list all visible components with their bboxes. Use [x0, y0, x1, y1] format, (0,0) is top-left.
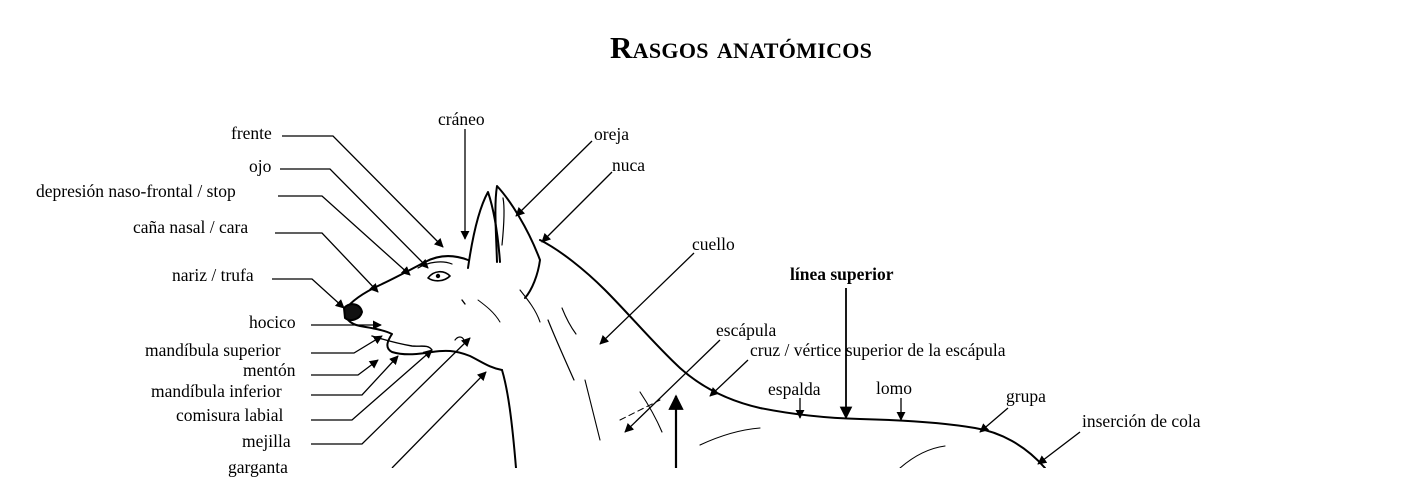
leader-nuca [541, 171, 613, 243]
leader-comisura [311, 349, 433, 421]
leader-insercion-cola [1037, 431, 1081, 465]
label-craneo: cráneo [438, 109, 485, 129]
label-escapula: escápula [716, 320, 777, 340]
leader-mejilla [311, 337, 471, 445]
leader-menton [311, 359, 379, 376]
leader-mand-inf [311, 355, 399, 396]
leader-oreja [515, 140, 593, 217]
label-nuca: nuca [612, 155, 646, 175]
label-linea-superior: línea superior [790, 264, 894, 284]
label-lomo: lomo [876, 378, 912, 398]
label-cruz: cruz / vértice superior de la escápula [750, 340, 1006, 360]
label-cuello: cuello [692, 234, 735, 254]
dog-outline [343, 185, 1046, 468]
ear-left [467, 191, 501, 269]
label-mandibula-superior: mandíbula superior [145, 340, 281, 360]
label-menton: mentón [243, 360, 296, 380]
leader-nariz [272, 278, 345, 309]
ear-inner [501, 197, 505, 246]
label-mandibula-inferior: mandíbula inferior [151, 381, 282, 401]
leader-grupa [979, 407, 1009, 433]
muzzle-bottom [343, 309, 503, 371]
neck-back [539, 239, 1046, 468]
leader-escapula [624, 339, 721, 433]
leader-cuello [599, 252, 695, 345]
label-nariz: nariz / trufa [172, 265, 254, 285]
leader-frente [282, 135, 444, 248]
diagram-title: Rasgos anatómicos [610, 30, 873, 65]
label-hocico: hocico [249, 312, 296, 332]
leader-ojo [280, 168, 429, 269]
label-insercion-cola: inserción de cola [1082, 411, 1201, 431]
label-stop: depresión naso-frontal / stop [36, 181, 236, 201]
label-mejilla: mejilla [242, 431, 291, 451]
label-espalda: espalda [768, 379, 821, 399]
label-oreja: oreja [594, 124, 629, 144]
leader-garganta [391, 371, 487, 468]
nose [343, 303, 363, 321]
leader-cruz [709, 359, 749, 397]
label-comisura: comisura labial [176, 405, 284, 425]
lip-line [371, 335, 433, 351]
leader-lines [272, 129, 1081, 468]
head-top [344, 255, 469, 311]
eye [427, 270, 451, 282]
leader-stop [278, 195, 411, 276]
leader-mand-sup [311, 335, 383, 354]
label-cana-nasal: caña nasal / cara [133, 217, 249, 237]
throat [501, 369, 517, 468]
label-ojo: ojo [249, 156, 272, 176]
label-grupa: grupa [1006, 386, 1046, 406]
label-frente: frente [231, 123, 272, 143]
leader-cana [275, 232, 379, 293]
